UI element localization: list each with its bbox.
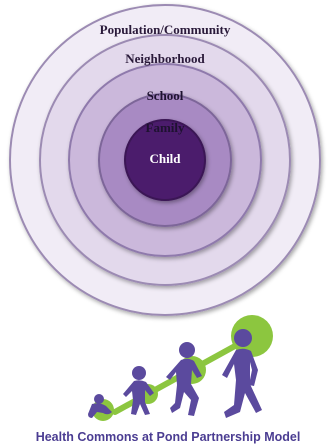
label-neighborhood: Neighborhood — [125, 51, 205, 66]
child-figure-icon — [166, 342, 202, 416]
ring-child — [124, 119, 206, 201]
toddler-figure-icon — [123, 366, 154, 415]
label-child: Child — [149, 151, 181, 166]
logo — [88, 315, 273, 421]
older-child-figure-icon — [222, 329, 262, 418]
logo-caption: Health Commons at Pond Partnership Model — [36, 430, 301, 444]
baby-figure-icon — [88, 394, 112, 418]
label-school: School — [147, 88, 184, 103]
label-population-community: Population/Community — [100, 22, 231, 37]
label-family: Family — [146, 120, 185, 135]
